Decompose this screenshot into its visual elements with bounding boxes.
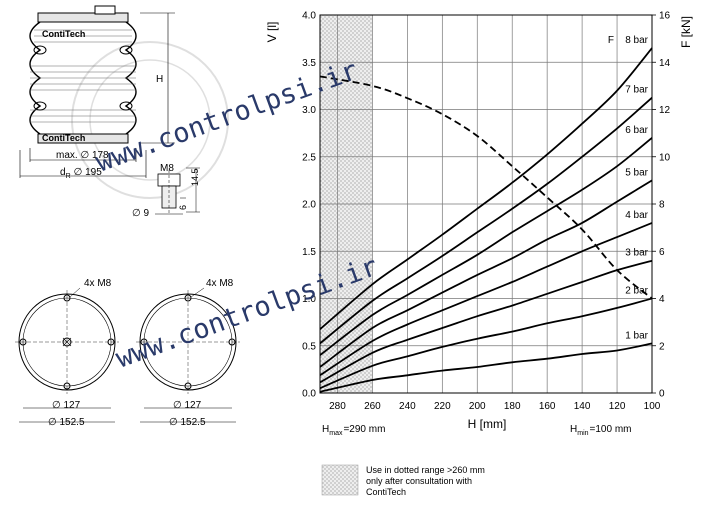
force-curve-2bar xyxy=(319,297,653,390)
y-left-tick-label: 4.0 xyxy=(302,11,316,22)
y-left-tick-label: 3.0 xyxy=(302,105,316,116)
curve-label-6bar: 6 bar xyxy=(625,125,648,136)
stud-bolt-detail-drawing xyxy=(155,167,200,215)
brand-label-bottom: ContiTech xyxy=(42,133,85,143)
force-curve-7bar xyxy=(319,97,653,345)
curve-label-2bar: 2 bar xyxy=(625,286,648,297)
x-tick-label: 120 xyxy=(609,401,626,412)
brand-label-top: ContiTech xyxy=(42,29,85,39)
y-right-tick-label: 12 xyxy=(659,105,671,116)
y-right-tick-label: 10 xyxy=(659,152,671,163)
plate-right-outer-diameter: ∅ 152.5 xyxy=(169,417,206,428)
plate-right-inner-diameter: ∅ 127 xyxy=(173,400,202,411)
bolt-shoulder-label: 6 xyxy=(178,205,188,210)
plate-left-outer-diameter: ∅ 152.5 xyxy=(48,417,85,428)
y-right-tick-label: 8 xyxy=(659,200,665,211)
x-axis-title: H [mm] xyxy=(468,417,507,431)
y-left-tick-label: 1.5 xyxy=(302,247,316,258)
curve-label-7bar: 7 bar xyxy=(625,85,648,96)
legend-note-line3: ContiTech xyxy=(366,487,406,497)
dr-diameter-label: dR∅ 195 xyxy=(60,167,102,180)
force-curve-6bar xyxy=(319,137,653,356)
force-curve-1bar xyxy=(319,342,653,393)
legend-note-line1: Use in dotted range >260 mm xyxy=(366,465,485,475)
legend-note-line2: only after consultation with xyxy=(366,476,472,486)
y-right-tick-label: 2 xyxy=(659,341,665,352)
y-right-tick-label: 0 xyxy=(659,389,665,400)
chart-series xyxy=(319,47,653,393)
force-curve-5bar xyxy=(319,179,653,368)
hmin-label: Hmin=100 mm xyxy=(570,424,631,437)
x-tick-label: 280 xyxy=(329,401,346,412)
plate-right-bolts-label: 4x M8 xyxy=(206,278,234,289)
x-tick-label: 260 xyxy=(364,401,381,412)
force-axis-marker: F xyxy=(608,35,614,46)
x-tick-label: 160 xyxy=(539,401,556,412)
y-left-tick-label: 1.0 xyxy=(302,294,316,305)
curve-label-1bar: 1 bar xyxy=(625,330,648,341)
y-left-tick-label: 2.0 xyxy=(302,200,316,211)
max-diameter-label: max. ∅ 178 xyxy=(56,150,109,161)
curve-label-3bar: 3 bar xyxy=(625,248,648,259)
bellows-side-view-drawing xyxy=(19,5,175,178)
height-dimension-label: H xyxy=(156,74,163,85)
y-left-tick-label: 0.0 xyxy=(302,389,316,400)
x-tick-label: 200 xyxy=(469,401,486,412)
plate-left-inner-diameter: ∅ 127 xyxy=(52,400,81,411)
y-left-tick-label: 0.5 xyxy=(302,341,316,352)
x-tick-label: 220 xyxy=(434,401,451,412)
contitech-seal-logo xyxy=(71,41,229,199)
x-tick-label: 100 xyxy=(644,401,661,412)
curve-label-5bar: 5 bar xyxy=(625,167,648,178)
mounting-plate-top-view-drawing xyxy=(15,287,119,423)
plate-left-bolts-label: 4x M8 xyxy=(84,278,112,289)
chart-grid xyxy=(319,14,653,394)
x-tick-label: 140 xyxy=(574,401,591,412)
x-tick-label: 180 xyxy=(504,401,521,412)
y-right-tick-label: 14 xyxy=(659,58,671,69)
bolt-thread-label: M8 xyxy=(160,163,174,174)
dotted-range-legend-swatch xyxy=(321,464,359,496)
y-left-tick-label: 3.5 xyxy=(302,58,316,69)
curve-label-8bar: 8 bar xyxy=(625,35,648,46)
left-axis-title: V [l] xyxy=(265,22,279,43)
mounting-plate-bottom-view-drawing xyxy=(136,287,240,423)
y-left-tick-label: 2.5 xyxy=(302,152,316,163)
force-curve-3bar xyxy=(319,259,653,384)
force-curve-8bar xyxy=(319,47,653,330)
chart-series-labels: 1 bar 2 bar 3 bar 4 bar 5 bar 6 bar 7 bar 8 bar… xyxy=(608,35,649,341)
bolt-length-label: 14.5 xyxy=(190,168,200,186)
hmax-label: Hmax=290 mm xyxy=(322,424,385,437)
y-right-tick-label: 4 xyxy=(659,294,665,305)
y-right-tick-label: 16 xyxy=(659,11,671,22)
right-axis-title: F [kN] xyxy=(679,16,693,48)
y-right-tick-label: 6 xyxy=(659,247,665,258)
volume-curve xyxy=(319,75,653,300)
curve-label-4bar: 4 bar xyxy=(625,210,648,221)
x-tick-label: 240 xyxy=(399,401,416,412)
force-curve-4bar xyxy=(319,222,653,377)
bolt-diameter-label: ∅ 9 xyxy=(132,208,149,219)
